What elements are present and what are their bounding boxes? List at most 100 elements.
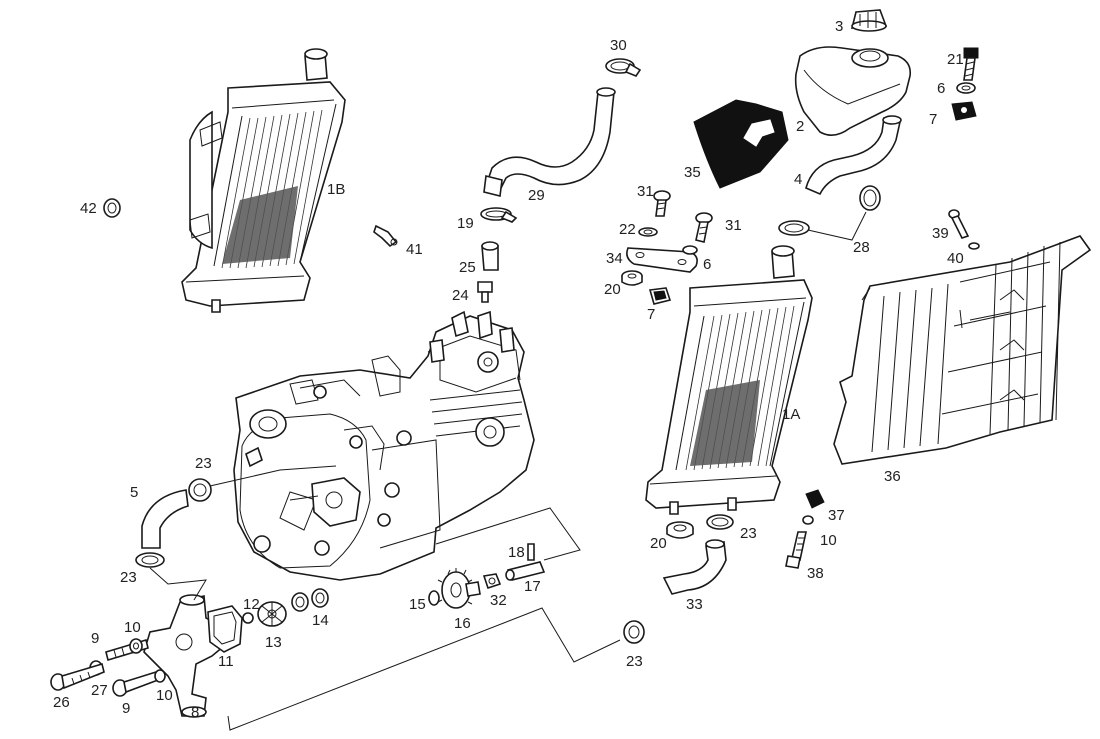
callout-7b: 7: [647, 306, 655, 323]
screw-31b: [695, 212, 713, 243]
callout-15: 15: [409, 596, 426, 613]
callout-36: 36: [884, 468, 901, 485]
callout-21: 21: [947, 51, 964, 68]
callout-32: 32: [490, 592, 507, 609]
callout-23d: 23: [626, 653, 643, 670]
bolt-21: [963, 47, 979, 81]
callout-6b: 6: [703, 256, 711, 273]
callout-20a: 20: [604, 281, 621, 298]
cover-35: [693, 99, 789, 189]
callout-23b: 23: [195, 455, 212, 472]
callout-23c: 23: [120, 569, 137, 586]
clamp-28b: [859, 185, 881, 211]
callout-9b: 9: [122, 700, 130, 717]
callout-19: 19: [457, 215, 474, 232]
seal-14: [291, 588, 329, 612]
hose-33: [662, 539, 727, 595]
callout-25: 25: [459, 259, 476, 276]
engine-block: [233, 310, 535, 581]
callout-labels: 1B 42 41 30 29 19 25 24 3 2 4 35 21 6 7 …: [53, 18, 964, 721]
washer-10b: [129, 638, 143, 654]
callout-31b: 31: [725, 217, 742, 234]
expansion-tank-2: [794, 46, 912, 136]
grille-36: [833, 235, 1092, 465]
fitting-25: [481, 241, 499, 271]
impeller-13: [257, 601, 287, 627]
washer-6: [956, 82, 976, 94]
callout-22: 22: [619, 221, 636, 238]
leader-lines: [149, 465, 621, 731]
clamp-19: [480, 207, 518, 223]
callout-3: 3: [835, 18, 843, 35]
callout-35: 35: [684, 164, 701, 181]
clamp-23c: [135, 552, 165, 568]
clamp-23d: [623, 620, 645, 644]
callout-12: 12: [243, 596, 260, 613]
nut-32: [482, 573, 502, 590]
screw-31a: [653, 190, 671, 217]
callout-33: 33: [686, 596, 703, 613]
callout-11: 11: [218, 653, 234, 670]
radiator-1a: [645, 245, 813, 515]
grommet-20b: [666, 521, 694, 539]
radiator-1b: [181, 48, 346, 313]
callout-13: 13: [265, 634, 282, 651]
washer-40: [968, 242, 980, 250]
clip-7b: [648, 287, 672, 305]
callout-40: 40: [947, 250, 964, 267]
callout-10a: 10: [820, 532, 837, 549]
clamp-28a: [778, 220, 810, 236]
bolt-26: [50, 662, 105, 691]
callout-42: 42: [80, 200, 97, 217]
screw-24: [477, 281, 493, 303]
callout-2: 2: [796, 118, 804, 135]
callout-17: 17: [524, 578, 541, 595]
hose-4: [805, 115, 902, 196]
callout-10b: 10: [124, 619, 141, 636]
callout-1b: 1B: [327, 181, 345, 198]
washer-10a: [802, 515, 814, 525]
callout-4: 4: [794, 171, 802, 188]
callout-41: 41: [406, 241, 423, 258]
callout-31a: 31: [637, 183, 654, 200]
bolt-39: [948, 209, 970, 239]
clamp-23a: [706, 514, 734, 530]
callout-24: 24: [452, 287, 469, 304]
callout-30: 30: [610, 37, 627, 54]
block-7: [951, 101, 977, 121]
cap-3: [850, 9, 888, 32]
callout-1a: 1A: [782, 406, 800, 423]
washer-22: [638, 227, 658, 237]
callout-37: 37: [828, 507, 845, 524]
callout-26: 26: [53, 694, 70, 711]
gasket-11: [207, 605, 243, 653]
callout-9a: 9: [91, 630, 99, 647]
callout-28: 28: [853, 239, 870, 256]
bolt-9b: [112, 670, 159, 697]
grommet-20a: [621, 270, 643, 286]
callout-5: 5: [130, 484, 138, 501]
callout-23a: 23: [740, 525, 757, 542]
clamp-23b: [188, 478, 212, 502]
callout-34: 34: [606, 250, 623, 267]
callout-18: 18: [508, 544, 525, 561]
sensor-41: [373, 224, 398, 248]
callout-39: 39: [932, 225, 949, 242]
callout-38: 38: [807, 565, 824, 582]
callout-7a: 7: [929, 111, 937, 128]
callout-29: 29: [528, 187, 545, 204]
callout-20b: 20: [650, 535, 667, 552]
bolt-38: [785, 531, 807, 569]
callout-6a: 6: [937, 80, 945, 97]
callout-10c: 10: [156, 687, 173, 704]
washer-12: [242, 612, 254, 624]
callout-8: 8: [191, 704, 199, 721]
gear-16: [437, 568, 481, 609]
washer-6b: [682, 245, 698, 255]
hose-29: [483, 87, 616, 197]
clip-37: [805, 489, 825, 509]
hose-5: [141, 489, 189, 549]
callout-27: 27: [91, 682, 108, 699]
pin-18: [527, 543, 535, 561]
